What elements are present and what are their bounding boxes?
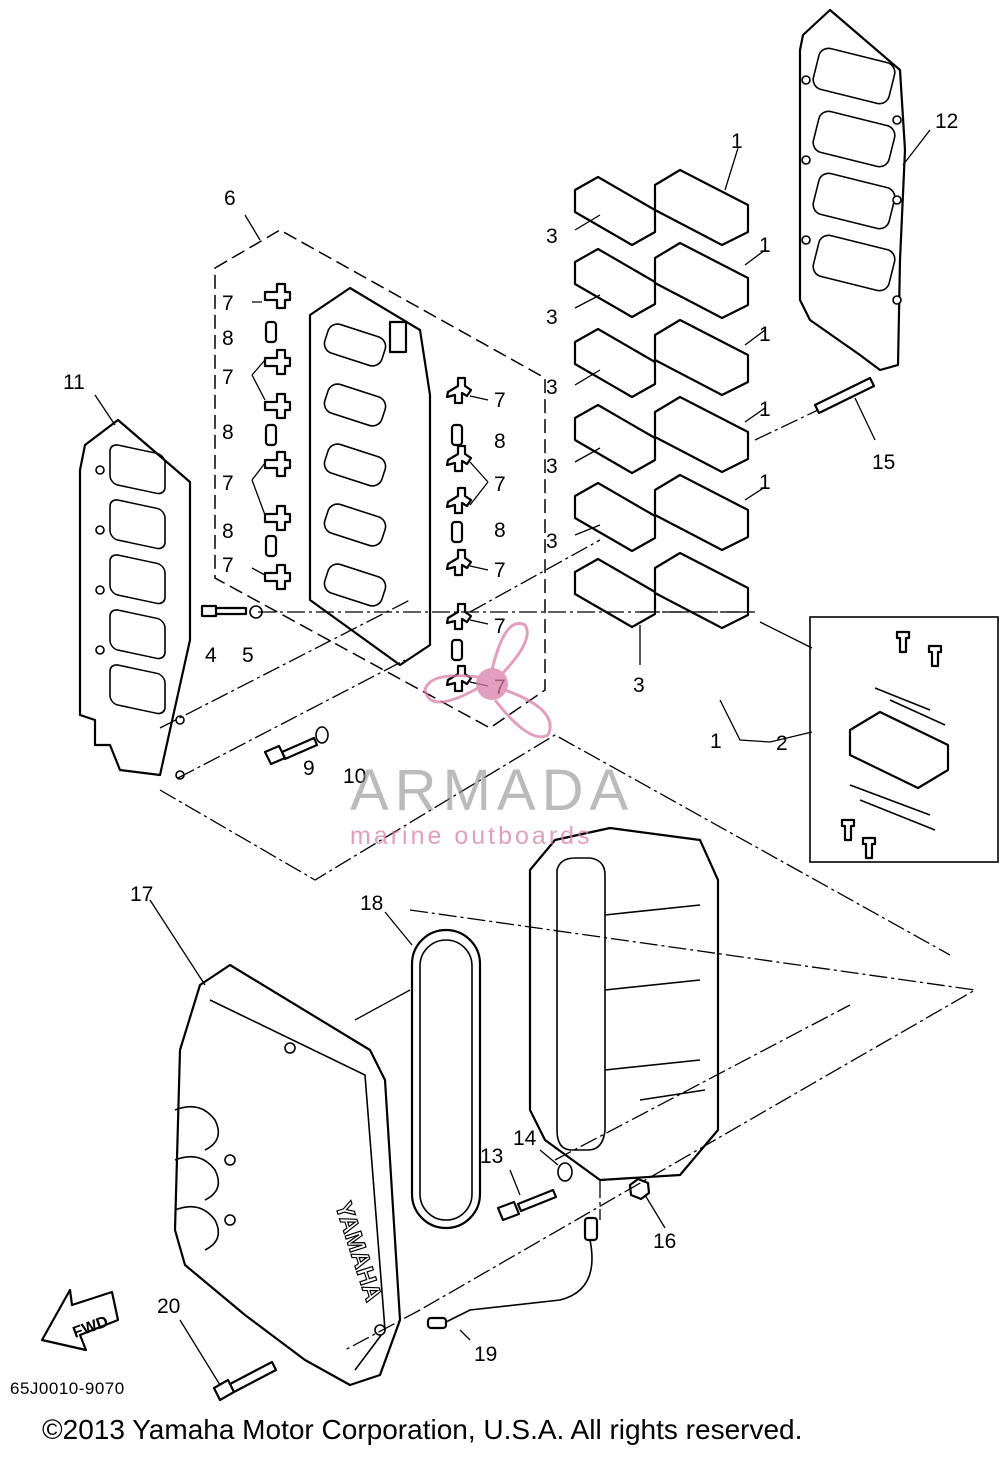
watermark-tagline: marine outboards xyxy=(350,822,593,850)
copyright-notice: ©2013 Yamaha Motor Corporation, U.S.A. A… xyxy=(42,1414,803,1445)
part-14-washer xyxy=(557,1162,573,1182)
callout-1: 1 xyxy=(759,323,771,346)
callout-3: 3 xyxy=(546,225,558,248)
callout-1: 1 xyxy=(710,730,722,753)
callout-7: 7 xyxy=(494,473,506,496)
callout-7: 7 xyxy=(222,554,234,577)
callout-8: 8 xyxy=(222,520,234,543)
part-3-reed-stoppers xyxy=(573,175,657,629)
callout-1: 1 xyxy=(759,471,771,494)
callout-7: 7 xyxy=(494,615,506,638)
part-12-gasket xyxy=(798,8,907,372)
part-9-bolt xyxy=(263,736,319,766)
part-10-washer xyxy=(315,726,329,744)
callout-8: 8 xyxy=(494,430,506,453)
callout-3: 3 xyxy=(633,674,645,697)
part-13-bolt xyxy=(496,1188,558,1222)
callout-7: 7 xyxy=(222,366,234,389)
part-1-reed-valves xyxy=(653,168,750,630)
diagram-code: 65J0010-9070 xyxy=(10,1379,125,1398)
leader-lines xyxy=(94,129,931,1386)
callout-17: 17 xyxy=(130,883,153,906)
callout-20: 20 xyxy=(157,1295,180,1318)
callout-3: 3 xyxy=(546,462,558,485)
part-7-fittings-right xyxy=(445,376,473,693)
callout-11: 11 xyxy=(63,371,85,394)
callout-3: 3 xyxy=(546,306,558,329)
callout-8: 8 xyxy=(494,519,506,542)
callout-3: 3 xyxy=(546,376,558,399)
crankcase-cover xyxy=(528,826,720,1182)
callout-14: 14 xyxy=(513,1127,537,1150)
part-20-bolt xyxy=(212,1360,278,1402)
part-18-seal xyxy=(410,928,482,1230)
callout-7: 7 xyxy=(222,472,234,495)
callout-8: 8 xyxy=(222,421,234,444)
callout-8: 8 xyxy=(222,327,234,350)
callout-2: 2 xyxy=(776,732,788,755)
part-16-nut xyxy=(628,1177,651,1201)
callout-16: 16 xyxy=(653,1230,676,1253)
callout-4: 4 xyxy=(205,644,217,667)
callout-3: 3 xyxy=(546,455,558,478)
armada-propeller-logo xyxy=(423,622,552,739)
callout-9: 9 xyxy=(303,757,315,780)
callout-19: 19 xyxy=(474,1343,497,1366)
callout-18: 18 xyxy=(360,892,383,915)
part-17-intake-cover: YAMAHA xyxy=(173,963,402,1387)
callout-7: 7 xyxy=(494,389,506,412)
callout-1: 1 xyxy=(759,398,771,421)
reed-valve-body xyxy=(308,286,432,667)
callout-10: 10 xyxy=(343,765,366,788)
callout-15: 15 xyxy=(872,451,895,474)
reed-detail-inset xyxy=(809,616,999,863)
part-11-gasket xyxy=(78,418,192,780)
callout-7: 7 xyxy=(494,559,506,582)
callout-1: 1 xyxy=(731,130,743,153)
callout-7: 7 xyxy=(222,292,234,315)
watermark-name: ARMADA xyxy=(350,758,635,823)
fwd-arrow-icon: FWD xyxy=(40,1288,120,1352)
assembly-lines xyxy=(159,409,977,1351)
callout-1: 1 xyxy=(759,234,771,257)
part-19-hose xyxy=(439,1239,593,1326)
part-4-screw xyxy=(200,604,248,618)
callout-12: 12 xyxy=(935,110,958,133)
part-6-assembly-outline xyxy=(214,229,546,729)
part-15-stud xyxy=(813,376,876,415)
callout-6: 6 xyxy=(224,187,236,210)
part-7-fittings-left xyxy=(263,282,292,591)
callout-labels: 1 1 1 1 1 1 2 3 3 3 3 3 3 3 4 5 6 7 7 7 … xyxy=(63,110,958,1366)
callout-3: 3 xyxy=(546,530,558,553)
callout-5: 5 xyxy=(242,644,254,667)
callout-13: 13 xyxy=(480,1145,503,1168)
